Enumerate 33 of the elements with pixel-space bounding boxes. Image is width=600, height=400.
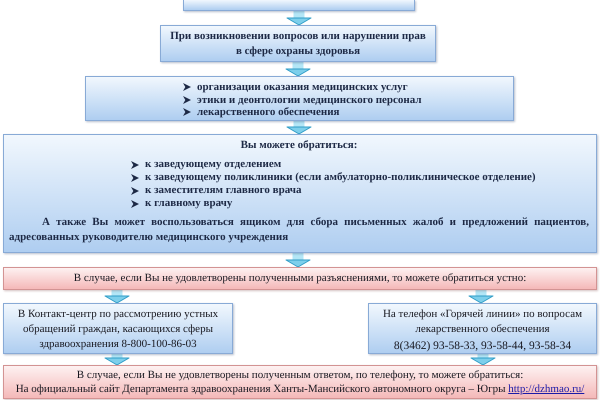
link: http://dzhmao.ru/	[508, 382, 584, 394]
block-arrow	[470, 354, 496, 366]
info-banner	[3, 365, 597, 399]
list-item: лекарственного обеспечения	[197, 106, 340, 118]
paragraph: А также Вы может воспользоваться ящиком для сбора письменных жалоб и предложений пациентов, адресованных руководителю медицинского учреждения	[9, 215, 589, 245]
process-box	[160, 25, 436, 62]
list-item: этики и деонтологии медицинского персонал	[197, 94, 422, 106]
block-arrow	[104, 290, 130, 304]
process-box	[183, 0, 415, 11]
list-item: к заведующему отделением	[145, 158, 282, 171]
paragraph: На официальный сайт Департамента здравоохранения Ханты-Мансийского автономного округа – Югры http://dzhmao.ru/	[14, 382, 586, 396]
process-box	[368, 303, 597, 354]
process-box	[3, 303, 233, 354]
block-arrow	[286, 121, 312, 134]
process-box	[3, 134, 597, 253]
block-arrow	[468, 290, 494, 304]
block-arrow	[286, 62, 310, 76]
instruction-text: В Контакт-центр по рассмотрению устных обращений граждан, касающихся сферы здравоохранения 8-800-100-86-03	[16, 307, 220, 352]
heading: Вы можете обратиться:	[240, 139, 358, 152]
instruction-text: На телефон «Горячей линии» по вопросам лекарственного обеспечения	[382, 307, 584, 337]
block-arrow	[104, 354, 130, 366]
list-item: организации оказания медицинских услуг	[197, 81, 408, 94]
process-box	[85, 76, 514, 121]
list-item: к заместителям главного врача	[145, 184, 302, 197]
block-arrow	[286, 253, 310, 268]
phone-number: 8(3462) 93-58-33, 93-58-44, 93-58-34	[392, 339, 572, 354]
instruction-text: При возникновении вопросов или нарушении прав в сфере охраны здоровья	[169, 29, 427, 58]
block-arrow	[286, 11, 312, 26]
list-item: к главному врачу	[145, 197, 232, 210]
info-banner	[3, 267, 597, 290]
instruction-text: В случае, если Вы не удовлетворены полученным ответом, по телефону, то можете обратиться:	[76, 369, 524, 382]
list-item: к заведующему поликлиники (если амбулаторно-поликлиническое отделение)	[145, 171, 536, 184]
instruction-text: В случае, если Вы не удовлетворены полученными разъяснениями, то можете обратиться устно:	[72, 271, 528, 286]
